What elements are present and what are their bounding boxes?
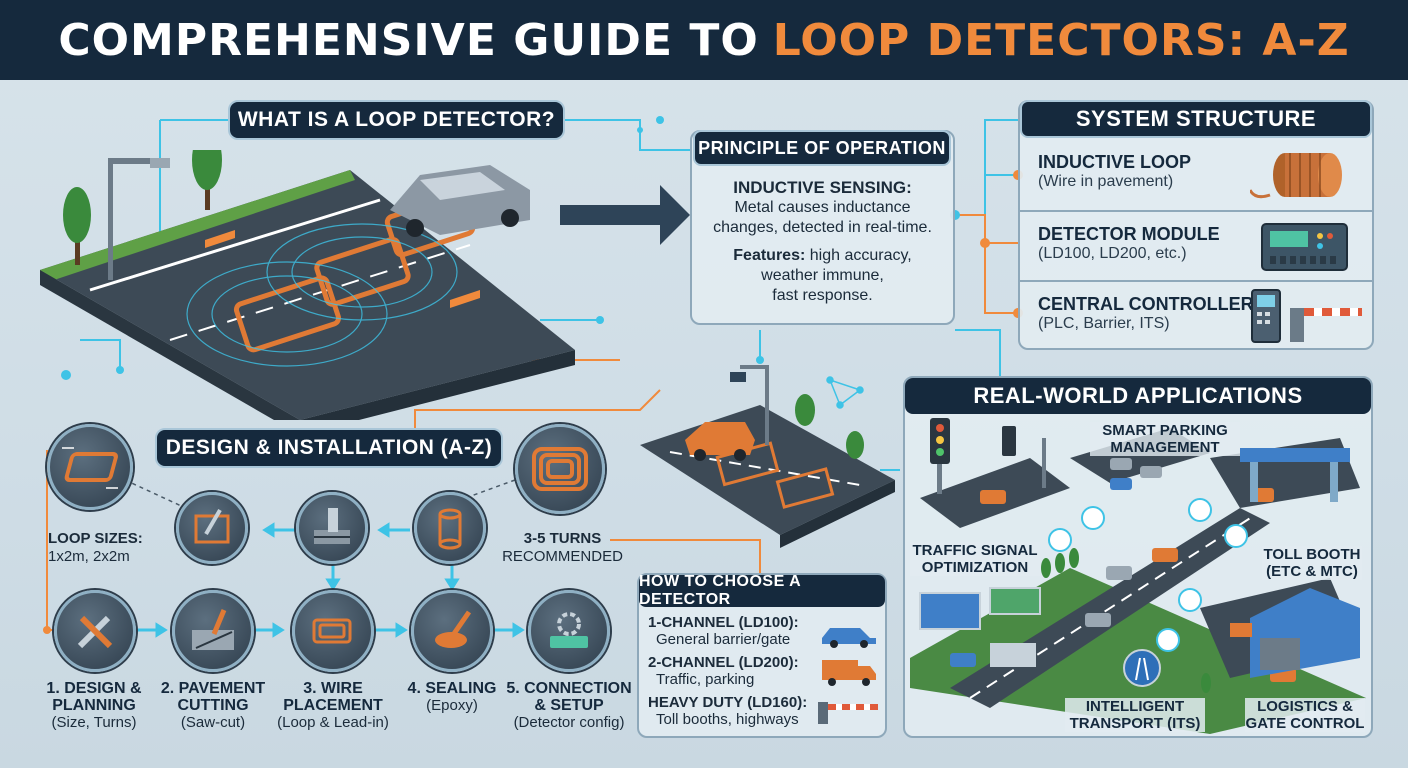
system-item-detector-module: DETECTOR MODULE (LD100, LD200, etc.) [1020, 210, 1372, 280]
step-1-label: 1. DESIGN &PLANNING(Size, Turns) [46, 680, 142, 731]
its-road-icon [1123, 649, 1161, 687]
choose-heading: HOW TO CHOOSE A DETECTOR [639, 573, 885, 608]
cutting-tool-icon [176, 492, 248, 564]
controller-barrier-icon [1251, 289, 1362, 343]
step-connection-icon [528, 590, 610, 672]
features-label: Features: [733, 247, 806, 264]
wire-coil-icon [1250, 153, 1342, 199]
title-main: COMPREHENSIVE GUIDE TO [58, 14, 759, 66]
system-item-central-controller: CENTRAL CONTROLLER (PLC, Barrier, ITS) [1020, 280, 1372, 348]
step-design-icon [54, 590, 136, 672]
turns-coil-icon [515, 424, 605, 514]
traffic-light-icon [930, 418, 950, 494]
app-label-logistics: LOGISTICS &GATE CONTROL [1245, 698, 1365, 732]
sign-board-icon [919, 587, 1041, 630]
page-title: COMPREHENSIVE GUIDE TO LOOP DETECTORS: A… [0, 0, 1408, 80]
step-wire-icon [292, 590, 374, 672]
step-sealing-icon [411, 590, 493, 672]
loop-size-icon [47, 424, 133, 510]
loop-sizes-text: LOOP SIZES: 1x2m, 2x2m [48, 530, 143, 565]
wire-spool-icon [414, 492, 486, 564]
principle-heading: PRINCIPLE OF OPERATION [693, 130, 951, 166]
flow-arrow-icon [560, 185, 690, 245]
parking-road-illustration [640, 365, 895, 548]
step-5-label: 5. CONNECTION& SETUP(Detector config) [506, 680, 632, 731]
car-icon [390, 165, 530, 237]
system-item-inductive-loop: INDUCTIVE LOOP (Wire in pavement) [1020, 140, 1372, 210]
detector-module-icon [1261, 223, 1348, 271]
step-4-label: 4. SEALING(Epoxy) [407, 680, 497, 714]
title-highlight: LOOP DETECTORS: A-Z [772, 14, 1350, 66]
principle-body: INDUCTIVE SENSING: Metal causes inductan… [695, 178, 950, 306]
applications-heading: REAL-WORLD APPLICATIONS [905, 378, 1371, 414]
barrier-gate-icon [818, 702, 878, 724]
orange-car-icon [685, 422, 755, 461]
warehouse-icon [1250, 588, 1360, 678]
choose-item-ld200: 2-CHANNEL (LD200): Traffic, parking [648, 654, 884, 694]
system-heading: SYSTEM STRUCTURE [1020, 100, 1372, 138]
choose-list: 1-CHANNEL (LD100): General barrier/gate … [648, 614, 884, 736]
design-heading: DESIGN & INSTALLATION (A-Z) [155, 428, 503, 468]
applications-city-illustration [910, 418, 1366, 734]
car-icon [822, 628, 876, 648]
road-illustration [40, 150, 575, 420]
truck-icon [822, 660, 876, 686]
saw-cut-icon [296, 492, 368, 564]
choose-item-ld100: 1-CHANNEL (LD100): General barrier/gate [648, 614, 884, 654]
toll-booth-icon [1240, 448, 1350, 502]
app-label-toll: TOLL BOOTH(ETC & MTC) [1262, 546, 1362, 580]
choose-item-ld160: HEAVY DUTY (LD160): Toll booths, highway… [648, 694, 884, 736]
sensing-label: INDUCTIVE SENSING: [733, 178, 912, 197]
turns-text: 3-5 TURNS RECOMMENDED [502, 530, 623, 565]
what-is-heading: WHAT IS A LOOP DETECTOR? [228, 100, 565, 140]
step-cutting-icon [172, 590, 254, 672]
